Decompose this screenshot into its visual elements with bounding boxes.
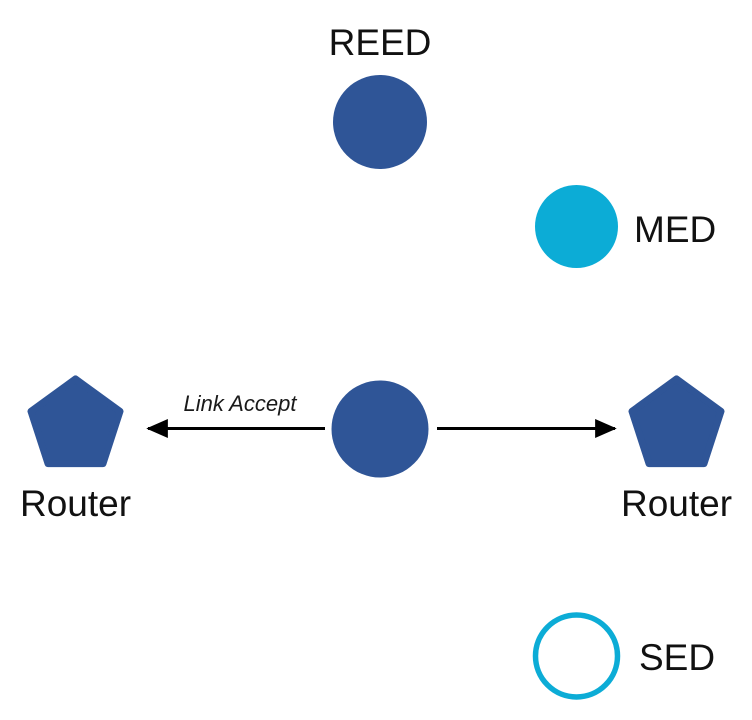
leader-node-circle-icon[interactable] [331, 380, 429, 478]
reed-label: REED [329, 22, 432, 63]
reed-node-circle-icon[interactable] [333, 75, 427, 169]
router-left-pentagon-icon[interactable] [27, 375, 124, 468]
router-left-label: Router [20, 483, 131, 524]
sed-node-circle-icon[interactable] [532, 612, 621, 700]
router-right-pentagon-icon[interactable] [628, 375, 725, 468]
edge-link-accept-label: Link Accept [184, 391, 298, 416]
med-node-circle-icon[interactable] [535, 185, 618, 268]
med-label: MED [634, 209, 716, 250]
sed-label: SED [639, 637, 715, 678]
router-right-label: Router [621, 483, 732, 524]
